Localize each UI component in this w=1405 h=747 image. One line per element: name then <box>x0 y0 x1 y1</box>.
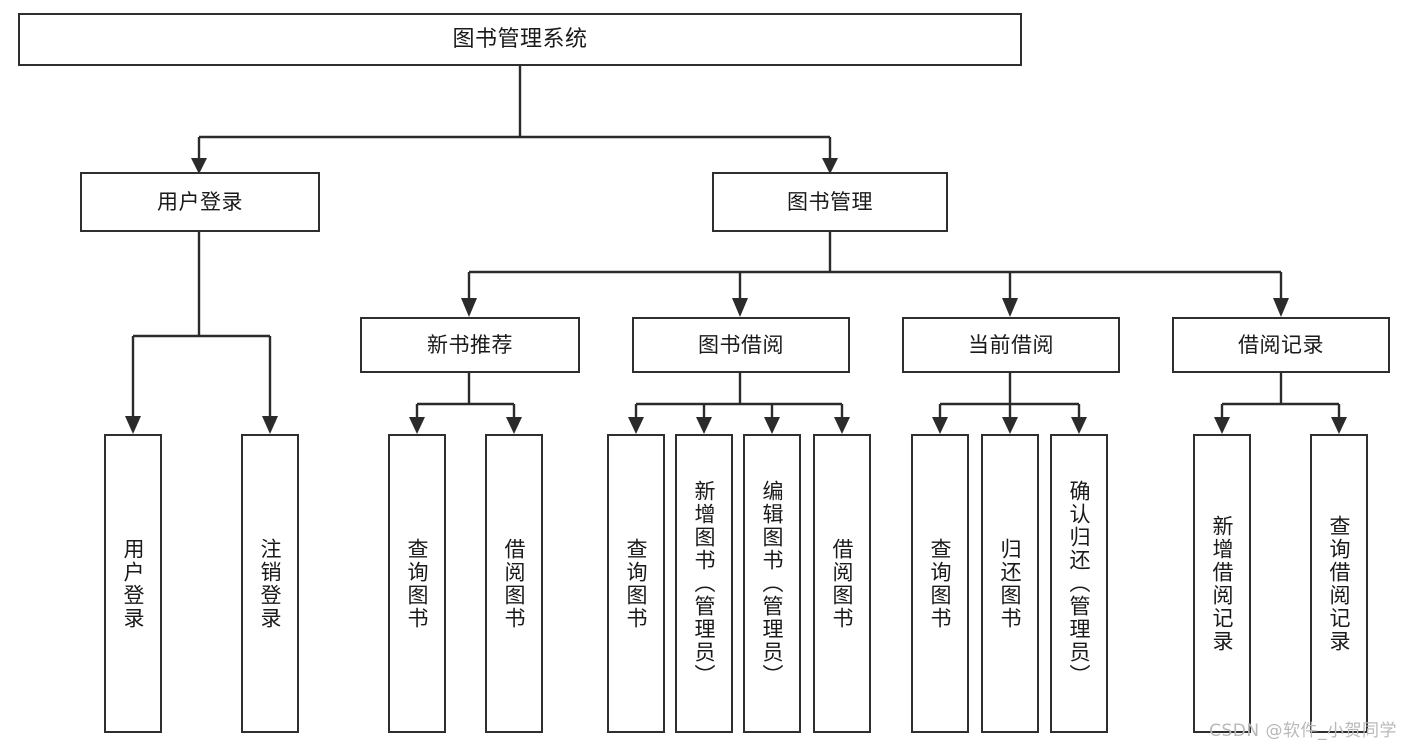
node-book-borrow[interactable]: 图书借阅 <box>632 317 850 373</box>
leaf-book-borrow-add-book-admin[interactable]: 新增图书（管理员） <box>675 434 733 733</box>
node-label: 查询图书 <box>405 537 430 630</box>
node-label: 用户登录 <box>121 537 146 630</box>
node-label: 借阅图书 <box>830 537 855 630</box>
leaf-current-borrow-return-book[interactable]: 归还图书 <box>981 434 1039 733</box>
leaf-new-book-query-book[interactable]: 查询图书 <box>388 434 446 733</box>
node-borrow-record[interactable]: 借阅记录 <box>1172 317 1390 373</box>
node-label: 借阅记录 <box>1238 332 1324 357</box>
leaf-current-borrow-query-book[interactable]: 查询图书 <box>911 434 969 733</box>
node-label: 查询借阅记录 <box>1327 514 1352 653</box>
node-label: 图书借阅 <box>698 332 784 357</box>
node-label: 新书推荐 <box>427 332 513 357</box>
node-label: 当前借阅 <box>968 332 1054 357</box>
node-book-management[interactable]: 图书管理 <box>712 172 948 232</box>
node-root-book-management-system[interactable]: 图书管理系统 <box>18 13 1022 66</box>
node-user-login[interactable]: 用户登录 <box>80 172 320 232</box>
node-label: 用户登录 <box>157 189 243 214</box>
node-label: 新增借阅记录 <box>1210 514 1235 653</box>
leaf-new-book-borrow-book[interactable]: 借阅图书 <box>485 434 543 733</box>
leaf-borrow-record-add-record[interactable]: 新增借阅记录 <box>1193 434 1251 733</box>
node-new-book-recommend[interactable]: 新书推荐 <box>360 317 580 373</box>
node-label: 查询图书 <box>624 537 649 630</box>
node-label: 查询图书 <box>928 537 953 630</box>
leaf-book-borrow-edit-book-admin[interactable]: 编辑图书（管理员） <box>743 434 801 733</box>
node-label: 新增图书（管理员） <box>692 480 717 687</box>
node-label: 归还图书 <box>998 537 1023 630</box>
node-label: 注销登录 <box>258 537 283 630</box>
node-label: 图书管理系统 <box>452 26 588 52</box>
node-label: 编辑图书（管理员） <box>760 480 785 687</box>
leaf-book-borrow-borrow-book[interactable]: 借阅图书 <box>813 434 871 733</box>
leaf-book-borrow-query-book[interactable]: 查询图书 <box>607 434 665 733</box>
node-current-borrow[interactable]: 当前借阅 <box>902 317 1120 373</box>
leaf-user-login-logout[interactable]: 注销登录 <box>241 434 299 733</box>
node-label: 借阅图书 <box>502 537 527 630</box>
csdn-watermark: CSDN @软件_小贺同学 <box>1209 721 1397 741</box>
leaf-user-login-login[interactable]: 用户登录 <box>104 434 162 733</box>
leaf-borrow-record-query-record[interactable]: 查询借阅记录 <box>1310 434 1368 733</box>
node-label: 确认归还（管理员） <box>1067 480 1092 687</box>
leaf-current-borrow-confirm-return-admin[interactable]: 确认归还（管理员） <box>1050 434 1108 733</box>
node-label: 图书管理 <box>787 189 873 214</box>
